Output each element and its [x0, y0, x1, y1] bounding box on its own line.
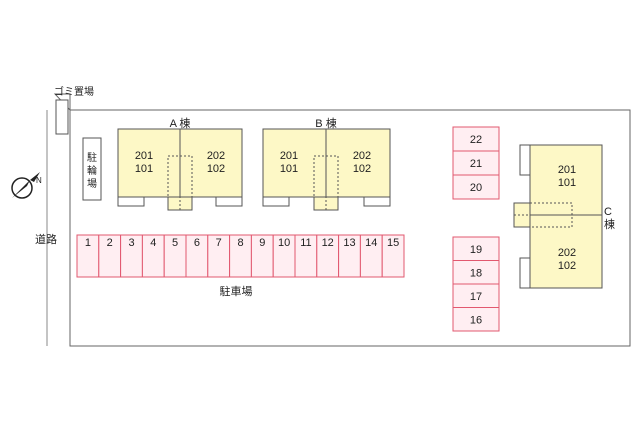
parking-space-20: 20 — [452, 174, 500, 200]
parking-space-19: 19 — [452, 236, 500, 261]
parking-space-4: 4 — [141, 234, 165, 278]
parking-space-15: 15 — [381, 234, 405, 278]
parking-space-14-number: 14 — [365, 237, 377, 249]
parking-space-22: 22 — [452, 126, 500, 152]
parking-space-11: 11 — [294, 234, 318, 278]
parking-space-18: 18 — [452, 260, 500, 285]
building-a-label: A 棟 — [170, 116, 191, 130]
parking-space-3-number: 3 — [128, 237, 134, 249]
parking-space-8: 8 — [229, 234, 252, 278]
parking-space-7-number: 7 — [216, 237, 222, 249]
unit-c-201: 201 — [558, 164, 576, 176]
parking-space-2: 2 — [98, 234, 122, 278]
parking-space-20-number: 20 — [470, 182, 482, 194]
parking-space-13-number: 13 — [343, 237, 355, 249]
parking-column-right-top: 22 21 20 — [452, 126, 500, 200]
parking-space-12: 12 — [316, 234, 340, 278]
bike-parking-label-3: 場 — [87, 177, 97, 190]
building-c-label-1: C — [604, 206, 612, 218]
parking-space-17: 17 — [452, 283, 500, 308]
parking-space-3: 3 — [120, 234, 143, 278]
unit-b-102: 102 — [353, 163, 371, 175]
parking-space-21-number: 21 — [470, 158, 482, 170]
parking-column-right-bottom: 19 18 17 16 — [452, 236, 500, 332]
building-b-label: B 棟 — [315, 116, 336, 130]
unit-b-101: 101 — [280, 163, 298, 175]
unit-a-101: 101 — [135, 163, 153, 175]
building-c-label-2: 棟 — [604, 217, 615, 231]
road-label: 道路 — [35, 232, 57, 246]
parking-space-5: 5 — [163, 234, 187, 278]
unit-b-202: 202 — [353, 150, 371, 162]
unit-c-202: 202 — [558, 247, 576, 259]
parking-space-4-number: 4 — [150, 237, 156, 249]
parking-space-19-number: 19 — [470, 244, 482, 256]
parking-space-8-number: 8 — [237, 237, 243, 249]
parking-space-2-number: 2 — [107, 237, 113, 249]
parking-space-12-number: 12 — [322, 237, 334, 249]
parking-space-18-number: 18 — [470, 268, 482, 280]
parking-space-6-number: 6 — [194, 237, 200, 249]
bike-parking — [82, 137, 102, 201]
parking-label: 駐車場 — [220, 284, 253, 298]
bike-parking-label-1: 駐 — [87, 151, 97, 164]
parking-space-9-number: 9 — [259, 237, 265, 249]
parking-space-1: 1 — [76, 234, 100, 278]
building-b — [262, 128, 391, 211]
parking-space-10: 10 — [272, 234, 296, 278]
unit-c-101: 101 — [558, 177, 576, 189]
parking-space-10-number: 10 — [278, 237, 290, 249]
parking-space-16: 16 — [452, 307, 500, 332]
svg-text:N: N — [36, 176, 42, 185]
unit-a-201: 201 — [135, 150, 153, 162]
parking-space-16-number: 16 — [470, 315, 482, 327]
building-a — [117, 128, 243, 211]
garbage-label: ゴミ置場 — [54, 85, 94, 98]
bike-parking-label-2: 輪 — [87, 164, 97, 177]
parking-space-22-box — [452, 126, 500, 152]
parking-space-14: 14 — [359, 234, 383, 278]
building-c — [513, 144, 603, 289]
parking-space-6: 6 — [185, 234, 209, 278]
parking-space-16-box — [452, 307, 500, 332]
unit-c-102: 102 — [558, 260, 576, 272]
parking-space-20-box — [452, 174, 500, 200]
parking-space-5-number: 5 — [172, 237, 178, 249]
garbage-area — [55, 99, 69, 135]
parking-space-22-number: 22 — [470, 134, 482, 146]
parking-space-7: 7 — [207, 234, 231, 278]
parking-space-13: 13 — [338, 234, 361, 278]
parking-space-1-number: 1 — [85, 237, 91, 249]
parking-space-21: 21 — [452, 150, 500, 176]
parking-space-15-box — [381, 234, 405, 278]
parking-space-15-number: 15 — [387, 237, 399, 249]
parking-space-17-number: 17 — [470, 291, 482, 303]
unit-b-201: 201 — [280, 150, 298, 162]
unit-a-202: 202 — [207, 150, 225, 162]
parking-space-11-number: 11 — [300, 237, 311, 249]
parking-space-9: 9 — [250, 234, 274, 278]
north-arrow-icon: N — [11, 172, 42, 199]
unit-a-102: 102 — [207, 163, 225, 175]
